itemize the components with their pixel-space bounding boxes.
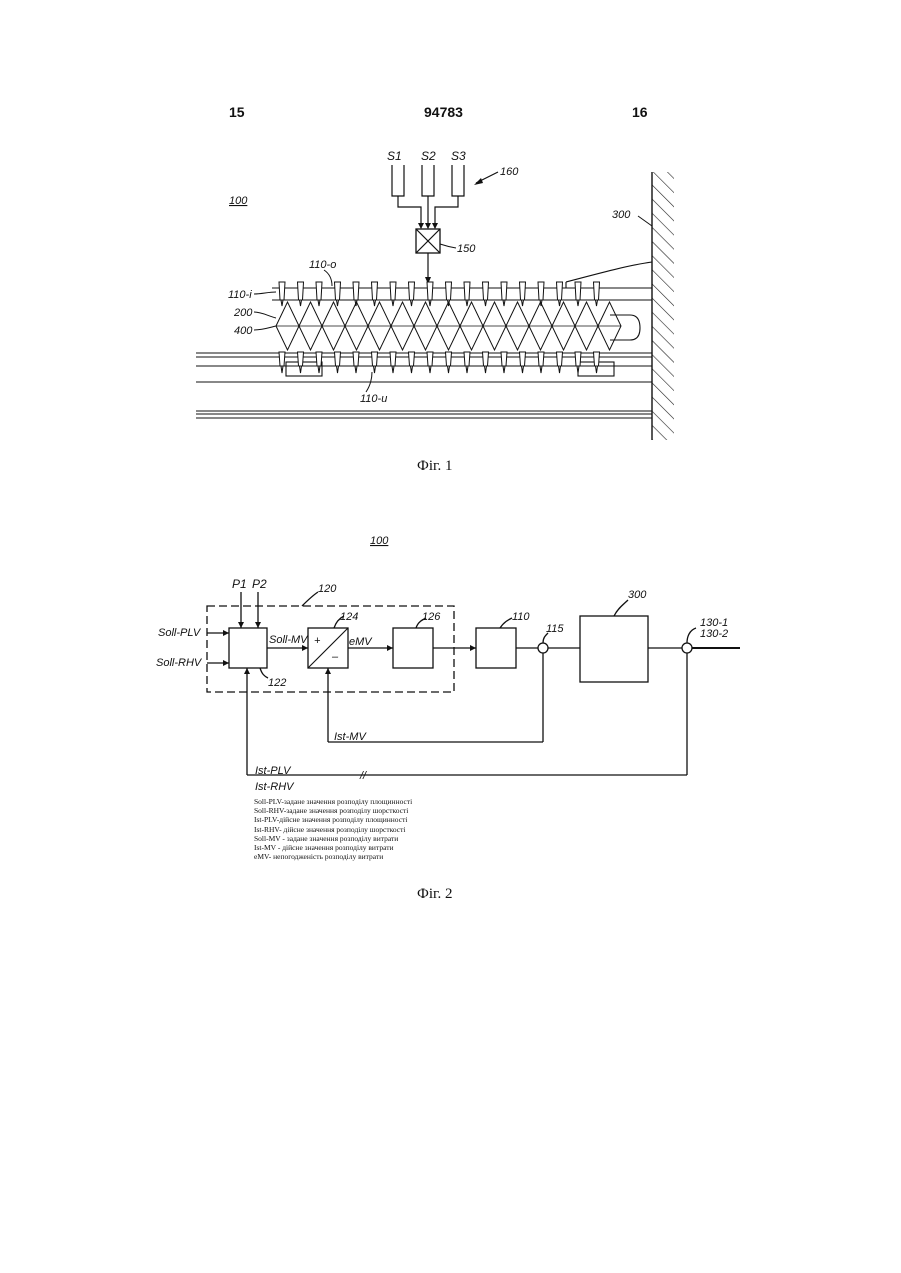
legend-item: Ist-MV - дійсне значення розподілу витра… [254,843,412,852]
legend-item: Ist-RHV- дійсне значення розподілу шорст… [254,825,412,834]
block-110 [476,628,516,668]
label-e-mv: eMV [349,636,373,648]
block-122 [229,628,267,668]
label-115: 115 [546,623,564,635]
label-300: 300 [628,589,647,601]
label-soll-plv: Soll-PLV [158,627,202,639]
label-126: 126 [422,611,441,623]
label-120: 120 [318,583,337,595]
legend-item: Soll-RHV-задане значення розподілу шорст… [254,806,412,815]
legend-item: Soll-PLV-задане значення розподілу площи… [254,797,412,806]
label-122: 122 [268,677,286,689]
label-p2: P2 [252,577,267,591]
sensor-130 [682,643,692,653]
label-ist-mv: Ist-MV [334,731,367,743]
sensor-115 [538,643,548,653]
label-fig2-system-100: 100 [370,535,389,547]
label-130-2: 130-2 [700,628,728,640]
legend-item: eMV- непогодженість розподілу витрати [254,852,412,861]
label-ist-rhv: Ist-RHV [255,781,295,793]
block-126 [393,628,433,668]
label-110: 110 [512,611,530,623]
line-break-mark: // [359,770,367,782]
label-soll-rhv: Soll-RHV [156,657,203,669]
label-124: 124 [340,611,358,623]
label-p1: P1 [232,577,247,591]
figure-2-legend: Soll-PLV-задане значення розподілу площи… [254,797,412,861]
block-300 [580,616,648,682]
legend-item: Ist-PLV-дійсне значення розподілу площин… [254,815,412,824]
label-minus: – [331,651,339,663]
figure-2-caption: Фіг. 2 [417,886,452,903]
legend-item: Soll-MV - задане значення розподілу витр… [254,834,412,843]
label-soll-mv: Soll-MV [269,634,309,646]
label-ist-plv: Ist-PLV [255,765,292,777]
label-plus: + [314,635,321,647]
